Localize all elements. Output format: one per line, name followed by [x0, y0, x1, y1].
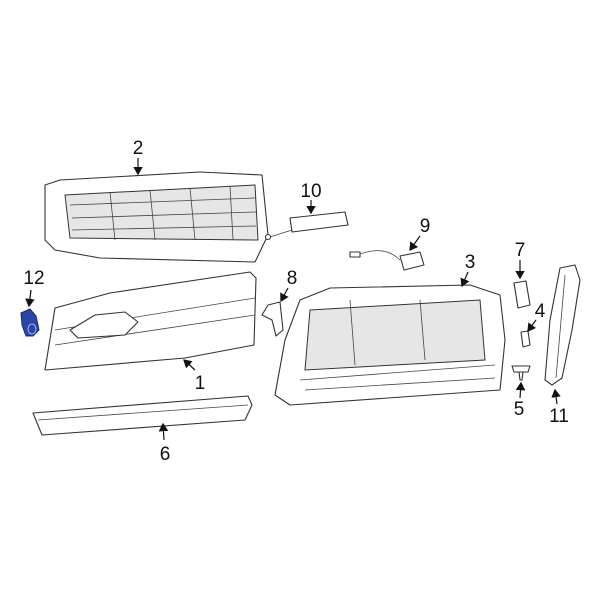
part-11-side-trim[interactable] — [544, 264, 581, 386]
part-5-screw[interactable] — [511, 365, 531, 381]
part-9-switch[interactable] — [349, 250, 425, 271]
callout-12: 12 — [23, 268, 44, 289]
callout-10: 10 — [300, 181, 321, 202]
callout-5: 5 — [514, 399, 525, 420]
callout-7: 7 — [515, 240, 526, 261]
part-1-glovebox-door[interactable] — [44, 271, 257, 371]
callout-9: 9 — [420, 216, 431, 237]
highlighted-part-shape — [20, 308, 40, 337]
part-8-bracket[interactable] — [261, 301, 284, 337]
part-7-latch[interactable] — [513, 280, 531, 309]
part-10-module[interactable] — [264, 211, 349, 241]
part-4-bumper[interactable] — [520, 330, 531, 348]
part-12-highlighted[interactable] — [20, 308, 40, 337]
callout-1: 1 — [195, 373, 206, 394]
callout-11: 11 — [549, 406, 569, 427]
callout-8: 8 — [287, 268, 298, 289]
part-3-glovebox-bin[interactable] — [274, 284, 506, 406]
callout-4: 4 — [535, 301, 546, 322]
callout-2: 2 — [133, 138, 144, 159]
callout-3: 3 — [465, 252, 476, 273]
callout-6: 6 — [160, 444, 171, 465]
callouts: 1 2 3 4 5 6 7 8 9 10 11 12 — [23, 138, 568, 465]
part-6-trim-strip[interactable] — [32, 395, 253, 436]
part-2-upper-panel[interactable] — [44, 171, 269, 263]
